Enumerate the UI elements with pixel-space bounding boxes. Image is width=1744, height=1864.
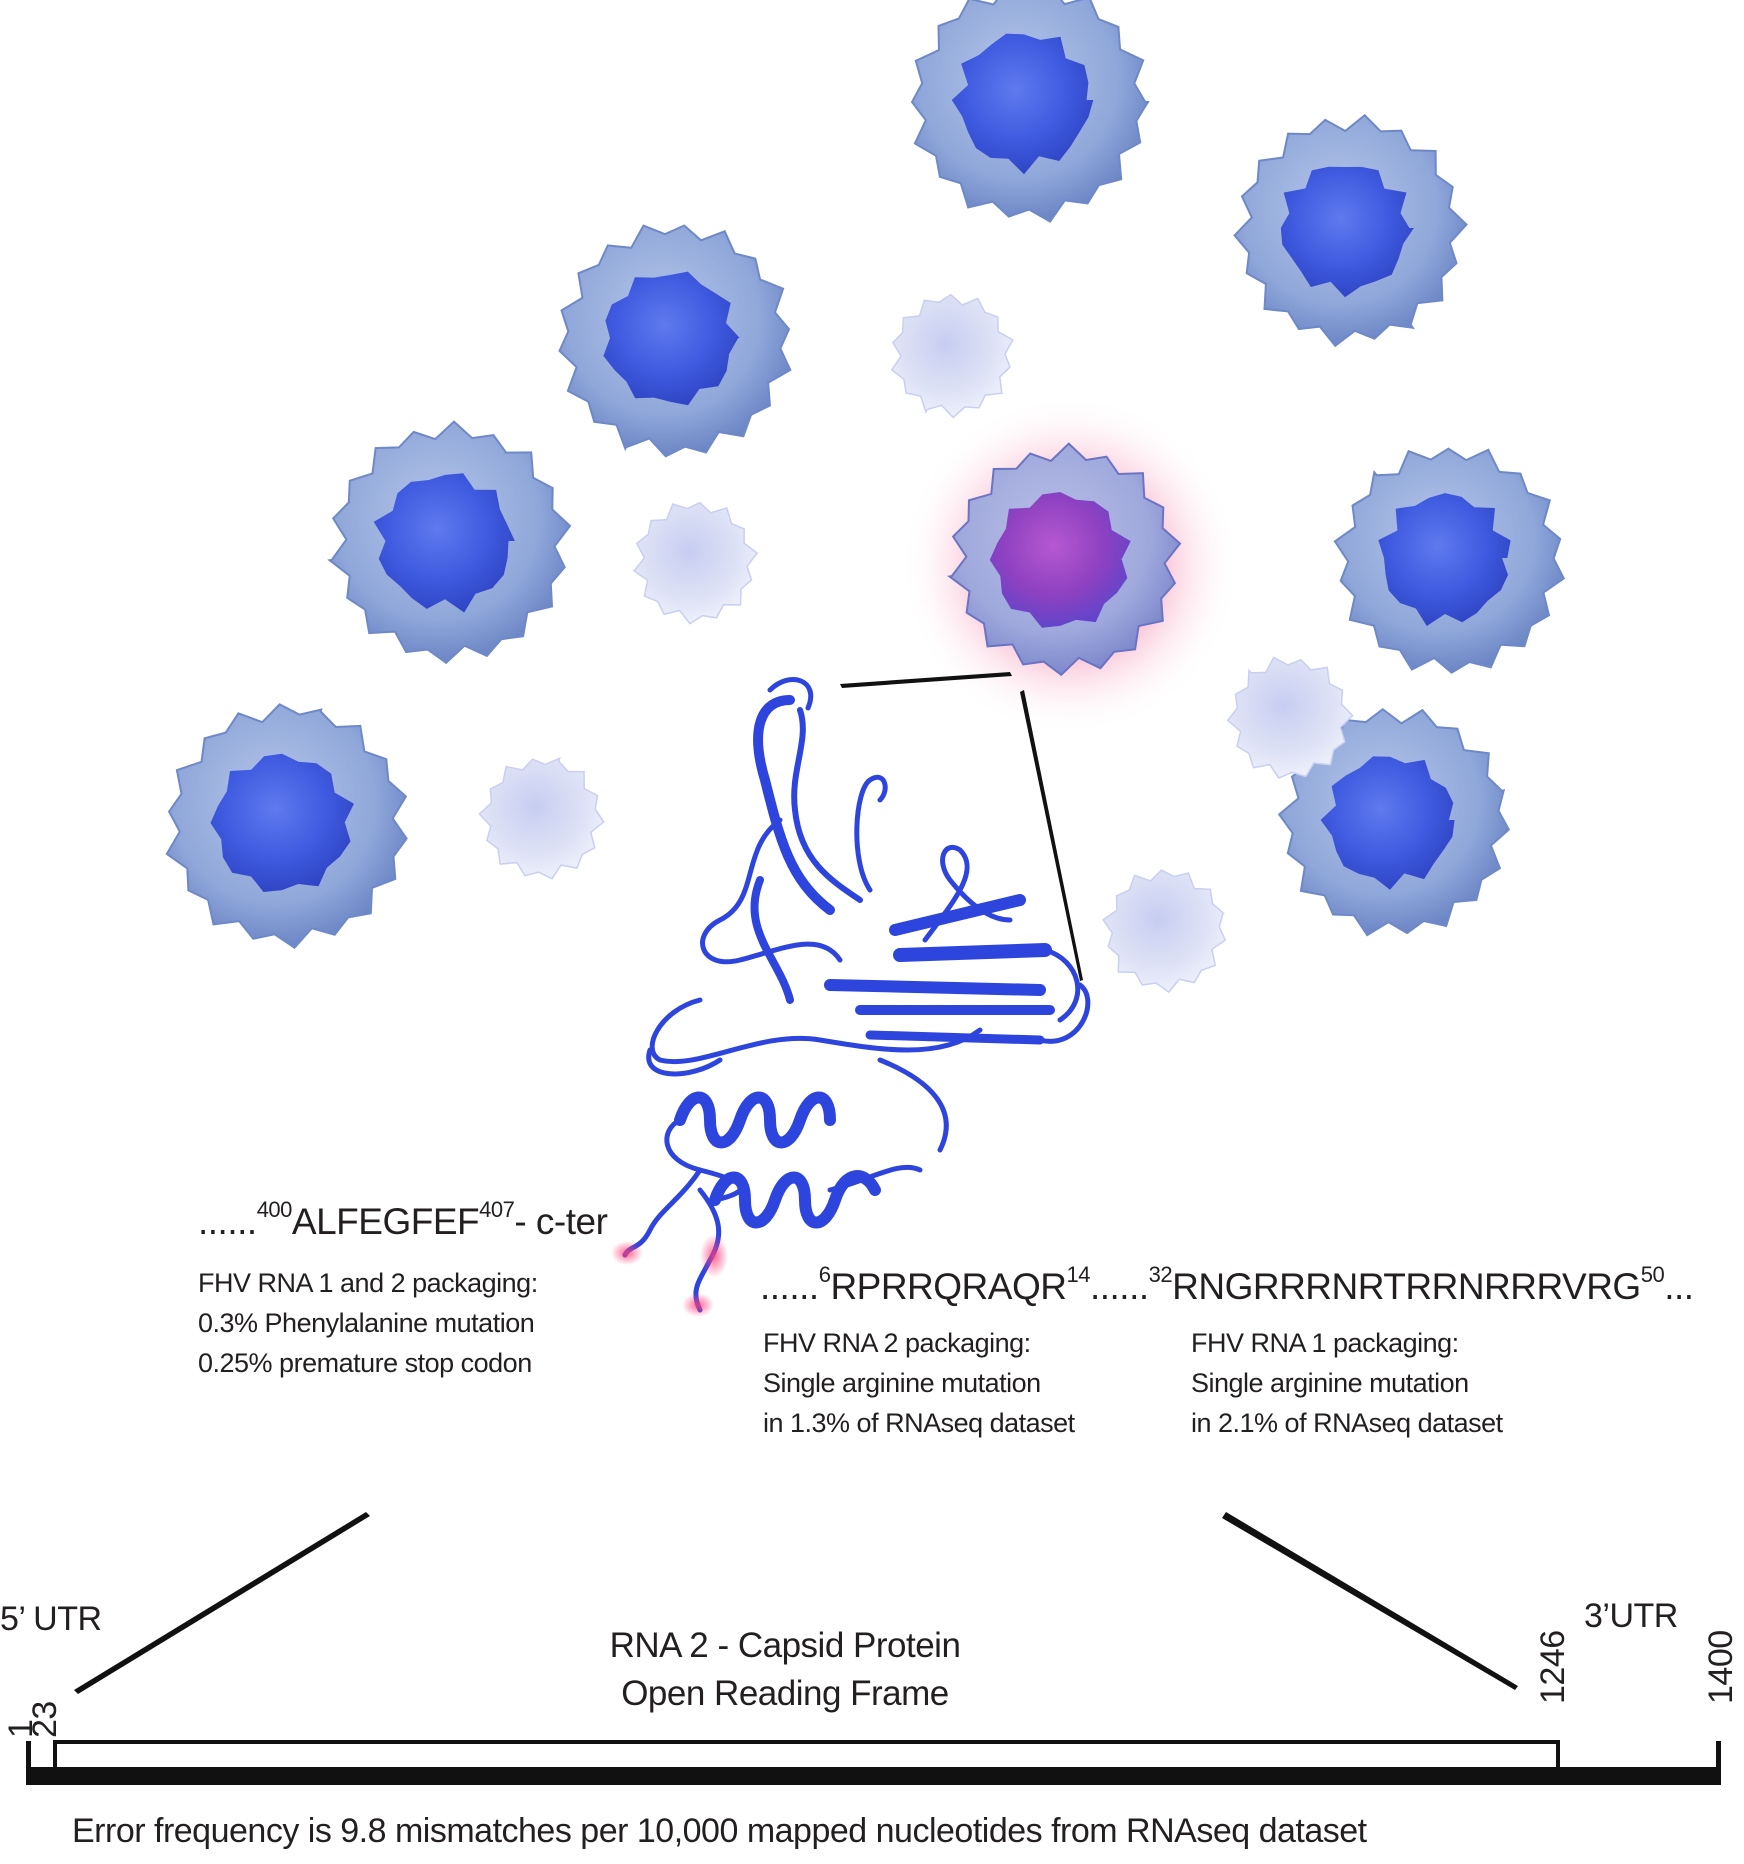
empty-capsid-particle: [632, 501, 759, 625]
rna2-packaging-notes: FHV RNA 2 packaging: Single arginine mut…: [763, 1323, 1075, 1443]
orf-box: [53, 1740, 1560, 1771]
genome-bar: [26, 1740, 1721, 1785]
ellipsis: ......: [1089, 1266, 1149, 1307]
note-line: 0.25% premature stop codon: [198, 1348, 532, 1378]
empty-capsid-particle: [478, 756, 605, 880]
residue-end-number: 407: [479, 1197, 515, 1222]
note-line: Single arginine mutation: [763, 1368, 1041, 1398]
orf-label-line1: RNA 2 - Capsid Protein: [609, 1626, 961, 1665]
utr5-label: 5’ UTR: [0, 1600, 102, 1638]
mutation-highlight: [611, 1241, 643, 1265]
residue-sequence: ALFEGFEF: [291, 1201, 480, 1242]
note-line: in 1.3% of RNAseq dataset: [763, 1408, 1075, 1438]
note-line: in 2.1% of RNAseq dataset: [1191, 1408, 1503, 1438]
full-capsid-particle: [165, 703, 408, 950]
full-capsid-particle: [558, 224, 792, 458]
orf-label-line2: Open Reading Frame: [621, 1674, 949, 1713]
residue-sequence: RPRRQRAQR: [830, 1266, 1067, 1307]
note-line: FHV RNA 1 and 2 packaging:: [198, 1268, 538, 1298]
orf-label: RNA 2 - Capsid Protein Open Reading Fram…: [560, 1622, 1010, 1718]
terminus-label: - c-ter: [514, 1201, 608, 1242]
position-23: 23: [26, 1701, 64, 1738]
residue-sequence: RNGRRRNRTRRNRRRVRG: [1172, 1266, 1641, 1307]
residue-start-number: 400: [256, 1197, 293, 1222]
ellipsis: ...: [1664, 1266, 1694, 1307]
c-terminal-notes: FHV RNA 1 and 2 packaging: 0.3% Phenylal…: [198, 1263, 538, 1383]
full-capsid-particle: [1233, 113, 1468, 348]
ellipsis: ......: [198, 1201, 257, 1242]
utr3-label: 3’UTR: [1584, 1597, 1678, 1635]
full-capsid-particle: [910, 0, 1150, 223]
position-1246: 1246: [1534, 1630, 1572, 1704]
genome-start-tick: [26, 1741, 31, 1771]
genome-end-tick: [1716, 1741, 1721, 1771]
position-1400: 1400: [1702, 1630, 1740, 1704]
n-terminal-sequence: ......6RPRRQRAQR14......32RNGRRRNRTRRNRR…: [760, 1262, 1694, 1308]
note-line: 0.3% Phenylalanine mutation: [198, 1308, 535, 1338]
highlighted-capsid-particle: [947, 442, 1182, 677]
mutation-highlight: [700, 1234, 728, 1278]
empty-capsid-particle: [1102, 869, 1227, 994]
capsid-protein-ribbon: [622, 677, 1091, 1313]
c-terminal-sequence: ......400ALFEGFEF407- c-ter: [198, 1197, 608, 1243]
ellipsis: ......: [760, 1266, 819, 1307]
rna1-packaging-notes: FHV RNA 1 packaging: Single arginine mut…: [1191, 1323, 1503, 1443]
zoom-connector-line: [840, 672, 1012, 688]
wedge-line-right: [1222, 1512, 1518, 1690]
residue-start-number: 32: [1148, 1262, 1173, 1287]
full-capsid-particle: [1333, 447, 1566, 674]
note-line: FHV RNA 2 packaging:: [763, 1328, 1031, 1358]
full-capsid-particle: [327, 420, 572, 665]
full-capsid-particle: [1277, 707, 1511, 937]
note-line: Single arginine mutation: [1191, 1368, 1469, 1398]
wedge-line-left: [74, 1512, 370, 1694]
error-frequency-caption: Error frequency is 9.8 mismatches per 10…: [72, 1812, 1367, 1850]
residue-end-number: 14: [1066, 1262, 1090, 1287]
mutation-highlight: [682, 1293, 714, 1317]
genome-backbone: [26, 1767, 1721, 1785]
zoom-connector-line: [1020, 690, 1083, 981]
empty-capsid-particle: [1226, 656, 1354, 779]
residue-start-number: 6: [818, 1262, 831, 1287]
note-line: FHV RNA 1 packaging:: [1191, 1328, 1459, 1358]
empty-capsid-particle: [890, 293, 1014, 419]
residue-end-number: 50: [1640, 1262, 1665, 1287]
